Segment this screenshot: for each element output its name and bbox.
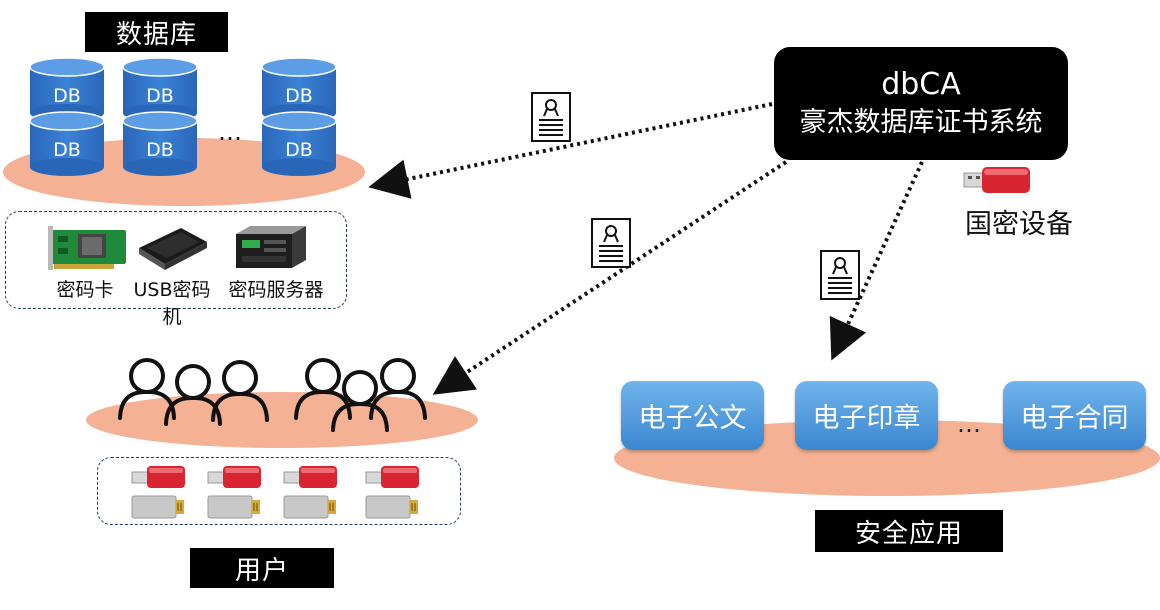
db-cylinder: DB xyxy=(29,111,105,176)
certificate-icon-1 xyxy=(531,92,571,142)
user-icon xyxy=(331,370,389,432)
users-title: 用户 xyxy=(190,548,334,588)
guomi-usb-key-icon xyxy=(963,167,1030,193)
db-label: DB xyxy=(53,139,81,161)
crypto-card-icon xyxy=(48,226,126,270)
secure-apps-title: 安全应用 xyxy=(815,510,1003,552)
dbca-subtitle: 豪杰数据库证书系统 xyxy=(799,106,1043,138)
users-platform xyxy=(86,392,478,448)
app-electronic-seal: 电子印章 xyxy=(795,381,938,450)
user-icon xyxy=(164,364,222,426)
dbca-system-box: dbCA 豪杰数据库证书系统 xyxy=(774,47,1068,160)
arrow-to-apps xyxy=(829,161,924,361)
dbca-title: dbCA xyxy=(881,66,961,102)
user-usb-key-pair xyxy=(283,466,337,519)
guomi-device-label: 国密设备 xyxy=(965,209,1073,240)
app-electronic-document: 电子公文 xyxy=(621,381,764,450)
crypto-device-label-usb: USB密码机 xyxy=(133,279,211,328)
certificate-icon-3 xyxy=(820,250,860,300)
db-label: DB xyxy=(146,85,174,107)
db-ellipsis: … xyxy=(218,118,242,146)
crypto-device-label-card: 密码卡 xyxy=(56,279,114,301)
db-label: DB xyxy=(146,139,174,161)
user-usb-key-pair xyxy=(365,466,419,519)
usb-crypto-machine-icon xyxy=(139,228,207,270)
crypto-device-label-server: 密码服务器 xyxy=(228,279,324,301)
user-usb-key-pair xyxy=(131,466,185,519)
db-cylinder: DB xyxy=(122,111,198,176)
db-label: DB xyxy=(285,139,313,161)
database-title: 数据库 xyxy=(85,12,228,52)
user-icon xyxy=(369,358,427,420)
user-icon xyxy=(211,360,269,422)
user-usb-key-pair xyxy=(207,466,261,519)
arrow-to-users xyxy=(432,160,788,395)
certificate-icon-2 xyxy=(591,218,631,268)
arrow-to-database xyxy=(368,102,773,199)
app-electronic-contract: 电子合同 xyxy=(1003,381,1146,450)
crypto-server-icon xyxy=(236,226,306,268)
apps-ellipsis: … xyxy=(957,410,981,438)
db-label: DB xyxy=(53,85,81,107)
db-label: DB xyxy=(285,85,313,107)
db-cylinder: DB xyxy=(261,111,337,176)
